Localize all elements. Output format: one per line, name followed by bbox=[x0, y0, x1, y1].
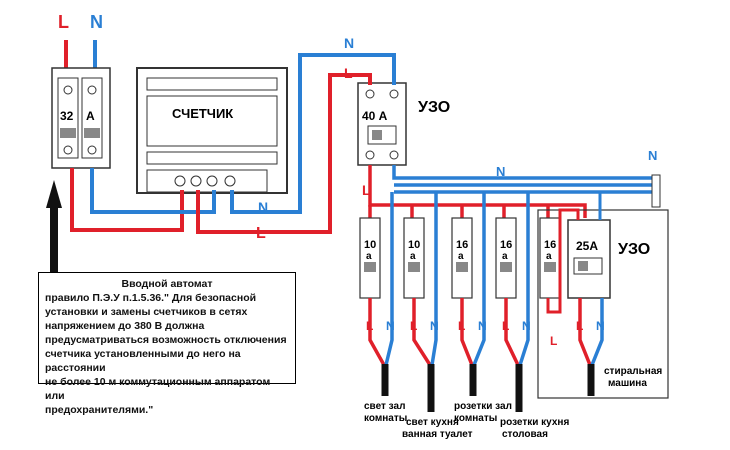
rcd-main-rating: 40 А bbox=[362, 109, 388, 123]
main-breaker-rating: 32 bbox=[60, 109, 74, 123]
breaker-2-rating: 10 bbox=[408, 239, 420, 251]
c4-N: N bbox=[522, 319, 531, 333]
rcd2-L: L bbox=[550, 334, 557, 348]
c5-L: L bbox=[576, 319, 583, 333]
input-phase-label: L bbox=[58, 12, 69, 32]
breaker-4-unit: а bbox=[502, 251, 508, 262]
circuit-4-line2: столовая bbox=[502, 429, 548, 440]
meter-label: СЧЕТЧИК bbox=[172, 106, 233, 121]
c1-L: L bbox=[366, 319, 373, 333]
phase-bus bbox=[368, 165, 587, 218]
input-wires bbox=[64, 40, 97, 70]
breaker-5-unit: а bbox=[546, 251, 552, 262]
c5-N: N bbox=[596, 319, 605, 333]
regulation-note: Вводной автомат правило П.Э.У п.1.5.36."… bbox=[38, 272, 296, 416]
branch-breakers bbox=[359, 217, 561, 299]
pointer-arrow bbox=[46, 180, 62, 275]
branch-breaker-ratings: 10 а 10 а 16 а 16 а 16 а bbox=[364, 239, 556, 262]
input-neutral-label: N bbox=[90, 12, 103, 32]
note-title: Вводной автомат bbox=[121, 278, 213, 290]
note-line-6: не более 10 м коммутационным аппаратом и… bbox=[45, 376, 271, 402]
cable-ends bbox=[381, 364, 595, 412]
breaker-5-rating: 16 bbox=[544, 239, 556, 251]
note-line-3: напряжением до 380 В должна bbox=[45, 320, 205, 332]
c3-L: L bbox=[458, 319, 465, 333]
neutral-bus-label: N bbox=[496, 164, 505, 179]
circuit-1-line2: комнаты bbox=[364, 413, 407, 424]
circuit-3-line1: розетки зал bbox=[454, 401, 512, 412]
breaker-4-rating: 16 bbox=[500, 239, 512, 251]
circuit-5-line1: стиральная bbox=[604, 366, 662, 377]
breaker-3-rating: 16 bbox=[456, 239, 468, 251]
electric-meter bbox=[136, 67, 288, 194]
note-line-5: счетчика установленными до него на расст… bbox=[45, 348, 241, 374]
rcd-washer bbox=[537, 209, 669, 399]
breaker-1-rating: 10 bbox=[364, 239, 376, 251]
breaker-3-unit: а bbox=[458, 251, 464, 262]
c2-L: L bbox=[410, 319, 417, 333]
circuit-1-line1: свет зал bbox=[364, 401, 405, 412]
feed-wires bbox=[70, 53, 396, 234]
c4-L: L bbox=[502, 319, 509, 333]
circuit-3-line2: комнаты bbox=[454, 413, 497, 424]
c1-N: N bbox=[386, 319, 395, 333]
circuit-wires bbox=[368, 192, 604, 366]
neutral-bus-terminals bbox=[651, 174, 661, 208]
main-breaker-unit: А bbox=[86, 109, 95, 123]
c2-N: N bbox=[430, 319, 439, 333]
neutral-bus-end-label: N bbox=[648, 148, 657, 163]
meter-out-phase-label: L bbox=[256, 225, 266, 242]
rcd-washer-rating: 25А bbox=[576, 239, 598, 253]
note-line-7: предохранителями." bbox=[45, 404, 154, 416]
circuit-L-N-labels: L N L N L N L N L L N bbox=[366, 319, 605, 348]
phase-bus-label: L bbox=[362, 182, 371, 198]
rcd-main bbox=[357, 82, 407, 166]
circuit-2-line1: свет кухня bbox=[406, 417, 459, 428]
rcd-in-phase-label: L bbox=[344, 65, 353, 81]
breaker-1-unit: а bbox=[366, 251, 372, 262]
rcd-main-title: УЗО bbox=[418, 99, 450, 116]
breaker-2-unit: а bbox=[410, 251, 416, 262]
main-breaker bbox=[51, 67, 111, 169]
circuit-5-line2: машина bbox=[608, 378, 647, 389]
note-line-1: правило П.Э.У п.1.5.36." Для безопасной bbox=[45, 292, 257, 304]
circuit-2-line2: ванная туалет bbox=[402, 429, 473, 440]
rcd-washer-title: УЗО bbox=[618, 241, 650, 258]
note-line-4: предусматриваться возможность отключения bbox=[45, 334, 287, 346]
circuit-captions: свет зал комнаты свет кухня ванная туале… bbox=[364, 366, 662, 440]
circuit-4-line1: розетки кухня bbox=[500, 417, 569, 428]
meter-out-neutral-label: N bbox=[258, 199, 268, 215]
neutral-bus bbox=[392, 165, 655, 194]
note-line-2: установки и замены счетчиков в сетях bbox=[45, 306, 248, 318]
rcd-in-neutral-label: N bbox=[344, 35, 354, 51]
rcd-washer-feed bbox=[546, 192, 602, 314]
c3-N: N bbox=[478, 319, 487, 333]
